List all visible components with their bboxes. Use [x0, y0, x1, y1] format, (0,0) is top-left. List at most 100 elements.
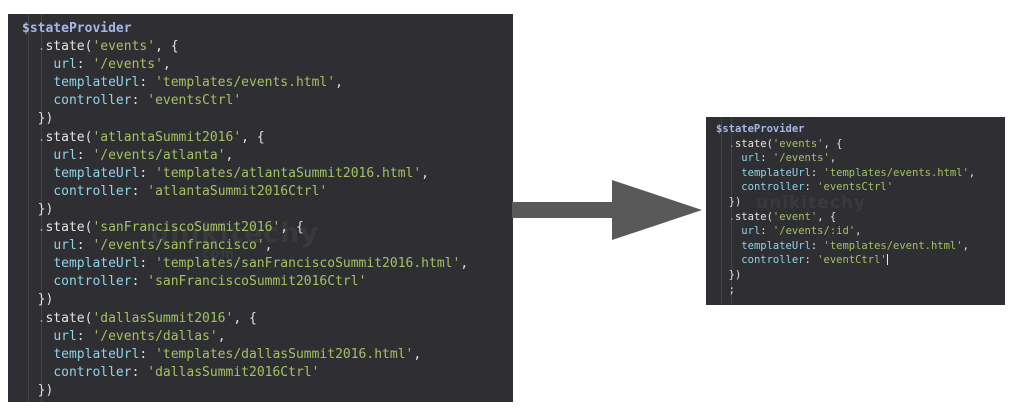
- code-token-plain: }): [716, 268, 742, 281]
- code-token-plain: :: [76, 238, 93, 254]
- code-line: templateUrl: 'templates/events.html',: [706, 166, 1005, 181]
- code-token-prop: controller: [53, 183, 132, 199]
- code-token-plain: [716, 138, 729, 150]
- code-token-prop: controller: [741, 254, 805, 267]
- code-token-plain: [22, 130, 38, 145]
- code-token-fn: state: [45, 310, 85, 326]
- code-token-dot: .: [37, 220, 46, 236]
- code-token-plain: (: [766, 137, 773, 150]
- code-token-plain: }): [22, 111, 54, 127]
- code-token-str: 'sanFranciscoSummit2016Ctrl': [147, 274, 367, 290]
- code-token-prop: controller: [53, 93, 132, 109]
- code-token-plain: ,: [962, 239, 969, 252]
- code-token-prop: templateUrl: [53, 346, 140, 362]
- code-token-var: $stateProvider: [716, 123, 805, 135]
- code-line: templateUrl: 'templates/events.html',: [8, 74, 513, 92]
- code-token-fn: state: [45, 129, 85, 145]
- code-token-plain: }): [22, 201, 54, 217]
- code-token-plain: [22, 166, 53, 181]
- code-token-str: 'events': [772, 137, 824, 150]
- code-token-plain: (: [84, 310, 93, 326]
- code-token-fn: state: [45, 39, 85, 55]
- code-line: url: '/events/sanfrancisco',: [8, 237, 513, 255]
- code-token-plain: ;: [716, 283, 735, 296]
- code-line: .state('dallasSummit2016', {: [8, 310, 513, 328]
- code-token-plain: }): [22, 292, 54, 308]
- code-line: }): [706, 195, 1005, 210]
- code-line: .state('sanFranciscoSummit2016', {: [8, 219, 513, 237]
- code-token-plain: (: [766, 210, 773, 223]
- code-token-str: 'templates/event.html': [823, 239, 963, 252]
- code-token-plain: :: [760, 152, 773, 165]
- code-token-dot: .: [37, 39, 46, 55]
- code-line: }): [706, 268, 1005, 283]
- code-token-prop: url: [53, 57, 77, 73]
- code-token-plain: ,: [225, 147, 234, 163]
- code-line: controller: 'eventsCtrl': [706, 180, 1005, 195]
- code-token-fn: state: [45, 220, 85, 236]
- code-token-plain: [22, 329, 53, 344]
- code-block-before[interactable]: $stateProvider .state('events', { url: '…: [8, 14, 513, 402]
- code-token-plain: [716, 240, 741, 252]
- code-token-plain: , {: [280, 220, 304, 236]
- code-token-plain: [716, 181, 741, 193]
- code-lines-after: $stateProvider .state('events', { url: '…: [706, 122, 1005, 297]
- code-token-plain: [22, 256, 53, 271]
- code-token-plain: ,: [413, 346, 422, 362]
- code-token-str: 'dallasSummit2016': [92, 310, 234, 326]
- code-token-str: 'eventsCtrl': [147, 93, 242, 109]
- code-line: templateUrl: 'templates/dallasSummit2016…: [8, 346, 513, 364]
- code-line: controller: 'atlantaSummit2016Ctrl': [8, 183, 513, 201]
- code-token-plain: [22, 365, 53, 380]
- code-token-str: 'atlantaSummit2016': [92, 129, 242, 145]
- code-token-dot: .: [37, 310, 46, 326]
- code-token-plain: (: [84, 39, 93, 55]
- code-token-str: 'templates/events.html': [155, 75, 336, 91]
- code-token-plain: (: [84, 129, 93, 145]
- code-token-prop: controller: [741, 181, 805, 194]
- code-token-plain: :: [131, 183, 148, 199]
- code-line: .state('event', {: [706, 210, 1005, 225]
- code-token-prop: templateUrl: [741, 166, 811, 179]
- code-line: controller: 'eventCtrl': [706, 253, 1005, 268]
- code-token-plain: , {: [823, 137, 843, 150]
- code-line: templateUrl: 'templates/event.html',: [706, 239, 1005, 254]
- code-token-fn: state: [734, 210, 767, 223]
- code-token-plain: , {: [241, 129, 265, 145]
- code-line: url: '/events',: [8, 56, 513, 74]
- code-token-plain: ,: [335, 75, 343, 91]
- code-token-plain: [22, 220, 38, 235]
- code-token-plain: ,: [264, 238, 273, 254]
- code-token-dot: .: [728, 210, 735, 223]
- code-token-plain: :: [76, 147, 93, 163]
- code-token-prop: templateUrl: [53, 256, 140, 272]
- code-token-plain: ,: [421, 165, 429, 181]
- code-token-prop: templateUrl: [741, 239, 811, 252]
- code-token-plain: [22, 93, 53, 108]
- code-token-plain: [22, 39, 38, 54]
- code-token-dot: .: [728, 137, 735, 150]
- code-token-plain: :: [76, 57, 93, 73]
- code-token-str: 'templates/dallasSummit2016.html': [155, 346, 414, 362]
- code-line: templateUrl: 'templates/atlantaSummit201…: [8, 165, 513, 183]
- code-token-plain: :: [810, 166, 824, 179]
- code-token-plain: [22, 347, 53, 362]
- code-token-prop: url: [53, 147, 77, 163]
- code-token-plain: :: [76, 328, 93, 344]
- code-token-dot: .: [37, 129, 46, 145]
- code-token-str: 'events': [92, 39, 156, 55]
- code-token-str: 'templates/atlantaSummit2016.html': [155, 165, 422, 181]
- code-block-after[interactable]: $stateProvider .state('events', { url: '…: [706, 117, 1005, 305]
- code-token-plain: ,: [460, 256, 469, 272]
- code-token-str: 'eventCtrl': [817, 254, 887, 267]
- code-token-prop: templateUrl: [53, 75, 140, 91]
- code-token-plain: [22, 184, 53, 199]
- code-token-plain: :: [139, 165, 156, 181]
- code-line: controller: 'eventsCtrl': [8, 92, 513, 110]
- code-line: $stateProvider: [8, 20, 513, 38]
- code-token-plain: :: [760, 225, 773, 238]
- code-token-plain: :: [139, 75, 156, 91]
- code-token-plain: [716, 254, 741, 266]
- code-token-plain: , {: [817, 210, 837, 223]
- code-token-plain: :: [139, 346, 156, 362]
